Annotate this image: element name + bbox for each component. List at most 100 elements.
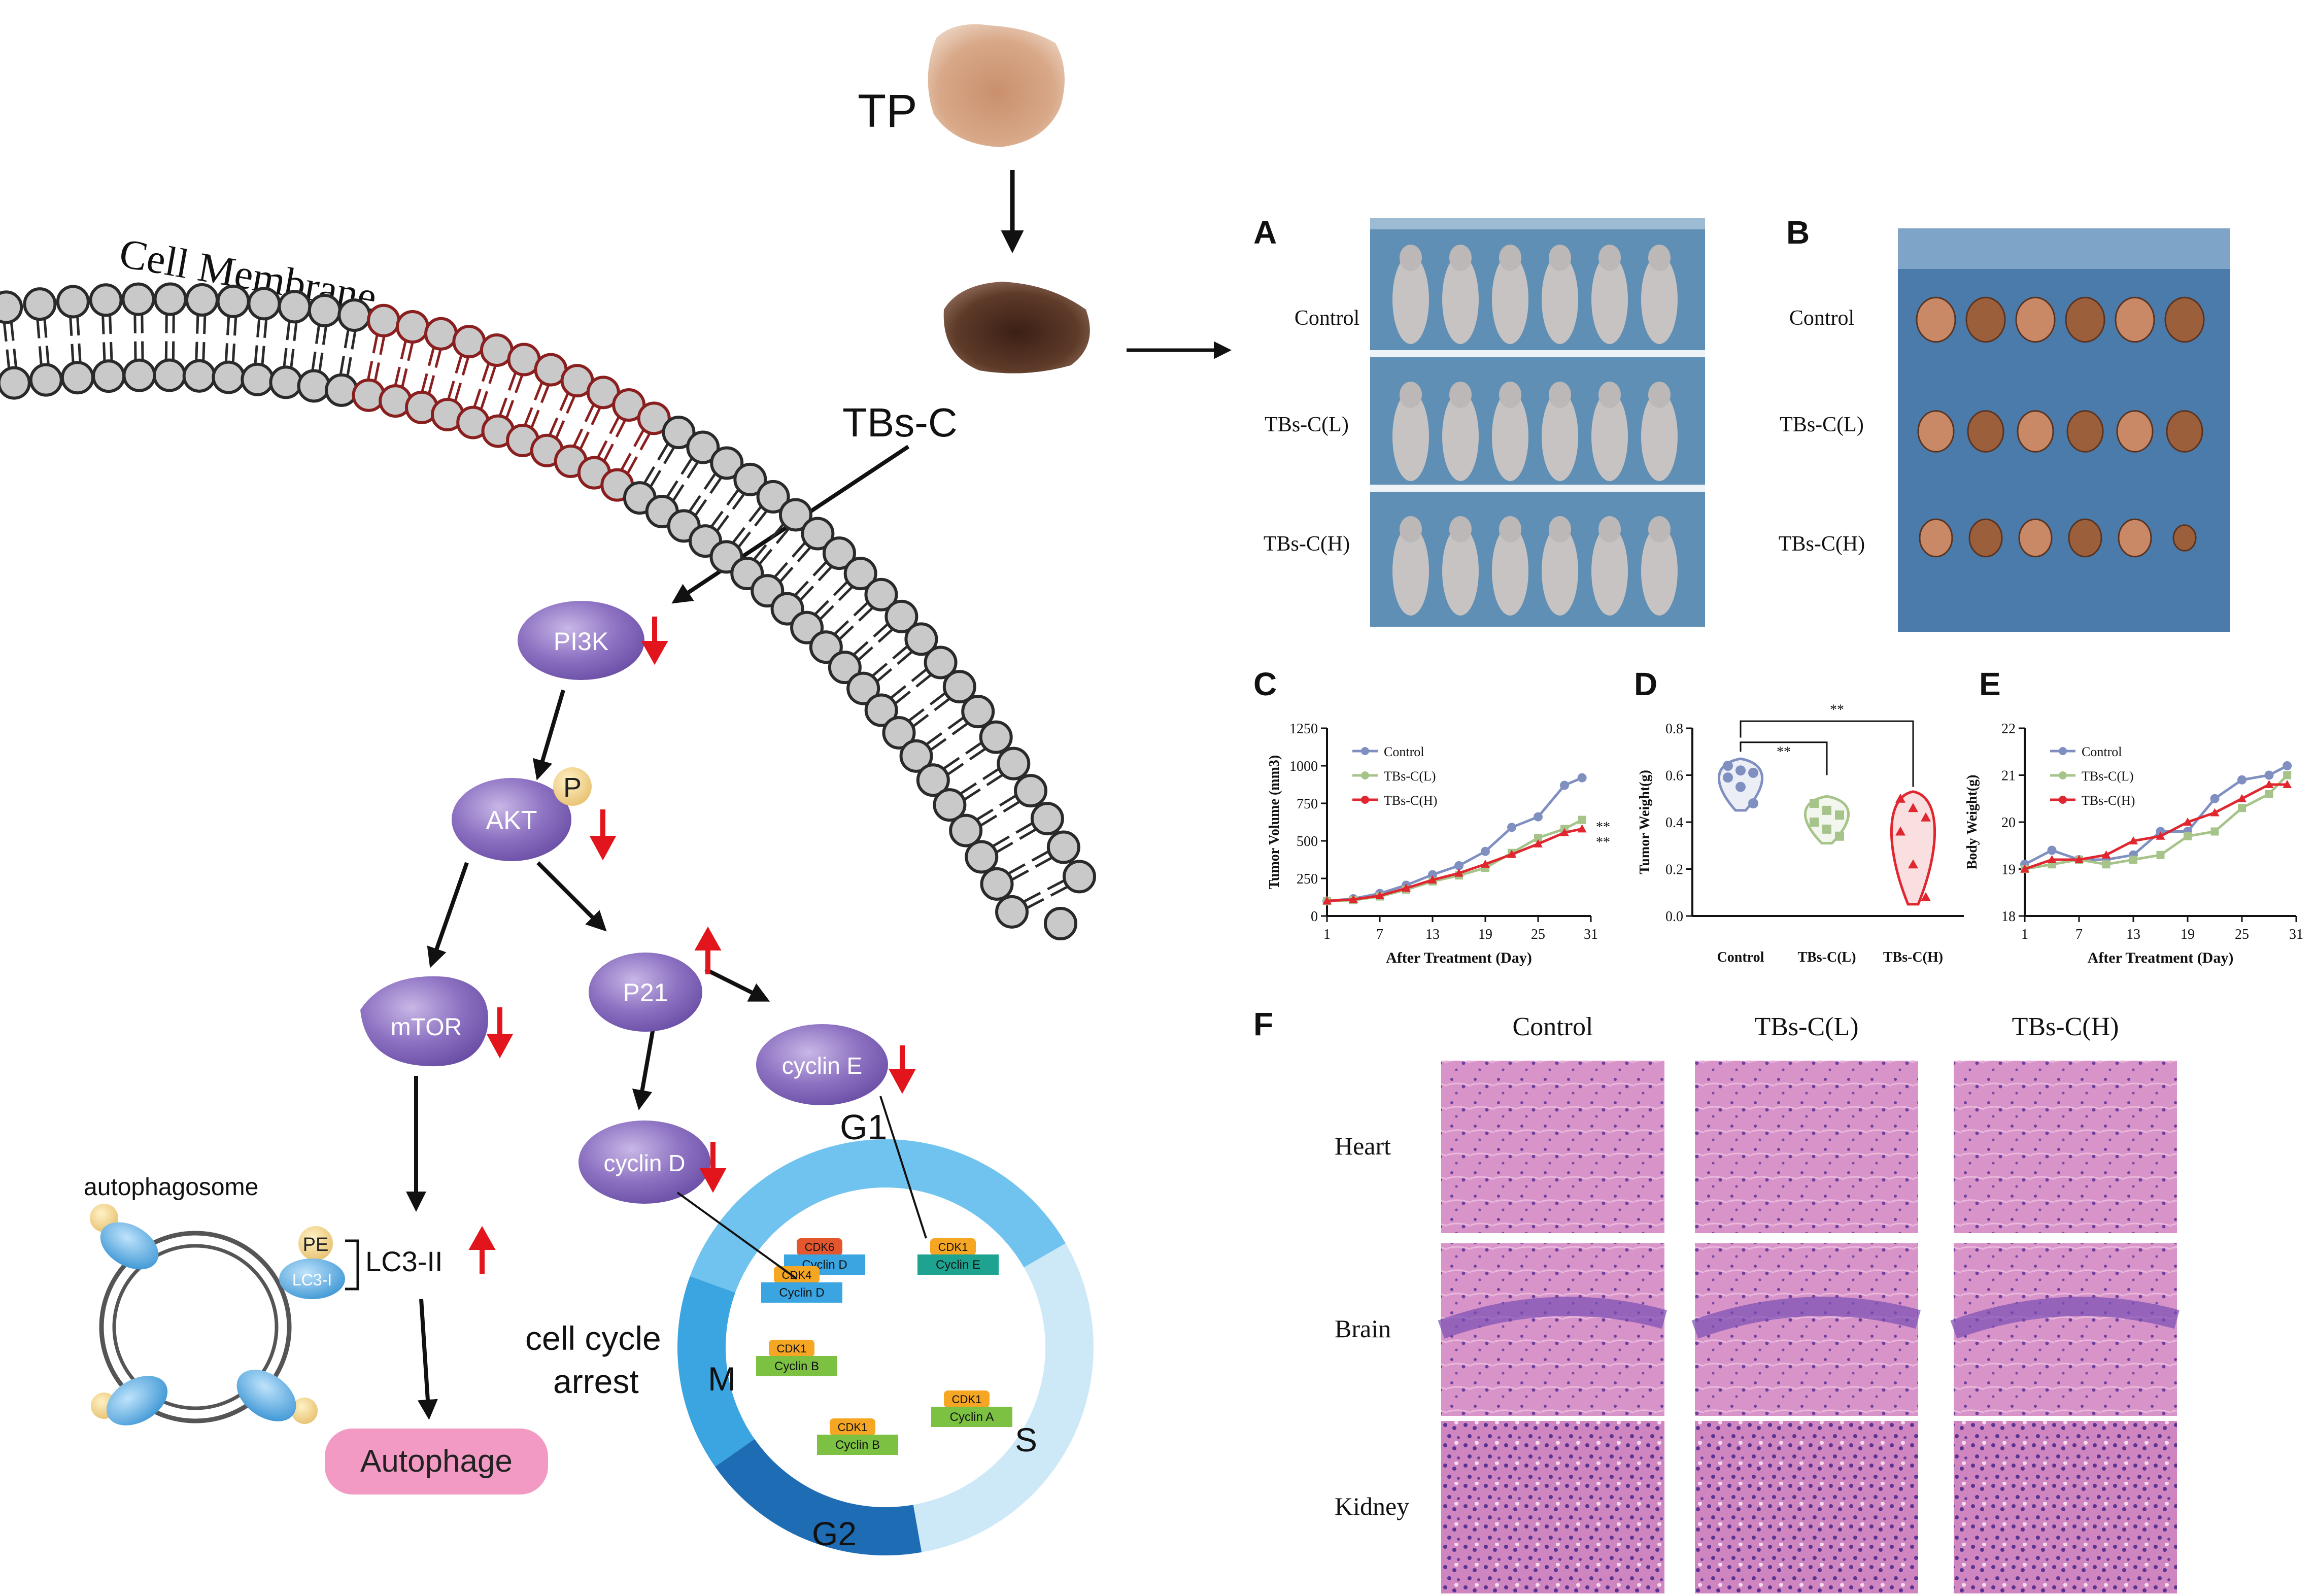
- phospho-badge: [553, 767, 592, 806]
- data-point: [1810, 799, 1819, 808]
- data-point: [1748, 798, 1758, 808]
- histology-image: [1695, 1421, 1918, 1593]
- y-tick-label: 1000: [1289, 759, 1318, 774]
- lc3-i-label: LC3-I: [292, 1271, 332, 1289]
- phospholipid: [23, 287, 63, 397]
- significance-mark: **: [1777, 744, 1791, 760]
- y-tick-label: 0.0: [1665, 909, 1683, 925]
- cyclin-chip: [817, 1435, 898, 1455]
- phospholipid: [0, 290, 31, 400]
- lc3-ii-label: LC3-II: [365, 1245, 443, 1277]
- legend-marker: [2059, 771, 2067, 779]
- x-tick-label: 13: [2126, 927, 2140, 942]
- phospholipid: [949, 774, 1048, 847]
- phospholipid: [809, 578, 898, 664]
- phase-g2-label: G2: [812, 1515, 857, 1552]
- hippocampal-band: [1438, 1297, 1667, 1339]
- histology-row-label: Heart: [1335, 1132, 1391, 1160]
- cdk-chip: [769, 1340, 814, 1357]
- x-tick-label: 31: [2289, 927, 2303, 942]
- x-tick-label: 25: [1531, 927, 1545, 942]
- legend-label: TBs-C(L): [2082, 769, 2134, 784]
- y-tick-label: 21: [2001, 768, 2016, 784]
- cyclin-label: Cyclin B: [774, 1360, 819, 1373]
- data-point: [1402, 884, 1411, 892]
- phospholipid: [688, 462, 767, 558]
- cdk-label: CDK6: [805, 1241, 835, 1253]
- data-point: [2283, 780, 2292, 788]
- data-point: [1835, 810, 1844, 820]
- data-point: [1349, 895, 1358, 903]
- cdk-chip: [944, 1390, 990, 1408]
- phospholipid: [730, 498, 812, 591]
- histology-column-label: TBs-C(H): [2012, 1012, 2119, 1041]
- cell-cycle-ring: [677, 1139, 1094, 1555]
- mouse: [1492, 245, 1528, 344]
- legend-marker: [1361, 771, 1369, 779]
- panel-c-label: C: [1253, 666, 1277, 702]
- phospholipid: [709, 480, 790, 574]
- tumor-specimen: [2065, 296, 2105, 343]
- phospholipid: [980, 830, 1080, 901]
- y-tick-label: 1250: [1289, 721, 1318, 737]
- panel-e-label: E: [1979, 666, 2001, 702]
- data-point: [2074, 855, 2084, 863]
- cyclin-chip: [931, 1407, 1012, 1427]
- data-point: [2129, 836, 2138, 844]
- data-point: [2102, 860, 2110, 869]
- phospholipid: [916, 720, 1013, 797]
- cyclin-chip: [756, 1356, 837, 1376]
- cyclin-e-node: cyclin E: [756, 1024, 888, 1105]
- data-point: [1735, 765, 1746, 776]
- data-point: [2020, 864, 2029, 873]
- mouse: [1392, 382, 1429, 481]
- data-point: [1921, 812, 1931, 822]
- panel-f-label: F: [1253, 1006, 1273, 1042]
- panel-a-photo: [1370, 218, 1705, 627]
- phospholipid: [1044, 907, 1077, 940]
- phospho-label: P: [563, 772, 582, 803]
- p21-node: P21: [589, 953, 702, 1032]
- category-label: TBs-C(L): [1797, 949, 1856, 965]
- tumor-specimen: [2015, 296, 2056, 343]
- down-arrow-icon: [589, 809, 617, 861]
- data-point: [2265, 790, 2273, 798]
- data-point: [2184, 832, 2192, 840]
- mouse: [1542, 516, 1578, 616]
- hippocampal-band: [1691, 1297, 1921, 1339]
- cdk-label: CDK1: [938, 1241, 968, 1253]
- phase-s-label: S: [1015, 1421, 1037, 1458]
- tumor-specimen: [1968, 518, 2003, 558]
- data-point: [1428, 870, 1437, 879]
- cyclin-chip: [761, 1282, 842, 1303]
- down-arrow-icon: [699, 1142, 727, 1193]
- cyclin-label: Cyclin D: [779, 1286, 824, 1300]
- data-point: [2210, 794, 2220, 803]
- y-tick-label: 18: [2001, 909, 2016, 925]
- y-tick-label: 0.4: [1665, 815, 1683, 831]
- cdk-label: CDK1: [838, 1421, 868, 1434]
- data-point: [1534, 812, 1543, 822]
- data-point: [1908, 859, 1918, 869]
- phospholipid: [456, 333, 514, 439]
- phospholipid: [995, 860, 1096, 929]
- panel-a-group-label: Control: [1295, 307, 1359, 330]
- x-tick-label: 19: [1478, 927, 1492, 942]
- mouse: [1591, 516, 1628, 616]
- data-point: [2210, 808, 2220, 817]
- cdk-chip: [930, 1238, 976, 1255]
- tumor-specimen: [2172, 524, 2197, 552]
- hippocampal-band: [1950, 1297, 2180, 1339]
- legend-label: TBs-C(L): [1384, 769, 1436, 784]
- cdk-chip: [830, 1418, 875, 1436]
- significance-mark: **: [1596, 820, 1610, 835]
- tumor-specimen: [2164, 296, 2205, 343]
- phospholipid: [846, 622, 938, 705]
- x-tick-label: 13: [1425, 927, 1440, 942]
- tumor-specimen: [1916, 296, 1956, 343]
- phospholipid: [770, 536, 856, 626]
- phospholipid: [965, 802, 1064, 874]
